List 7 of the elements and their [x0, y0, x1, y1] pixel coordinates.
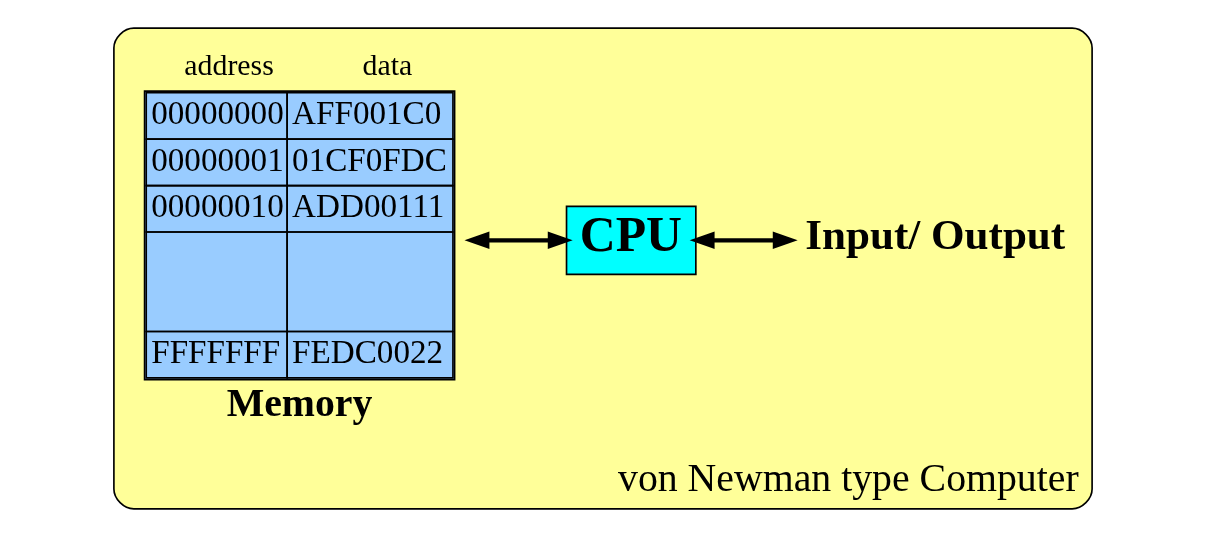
node-label: data — [362, 48, 412, 82]
node-text: Input/ Output — [804, 211, 1065, 259]
node-label: address — [183, 48, 274, 82]
node-box: CPU — [565, 205, 697, 276]
node-label: Memory — [226, 381, 372, 426]
arrow — [689, 231, 798, 250]
arrow — [464, 231, 573, 250]
